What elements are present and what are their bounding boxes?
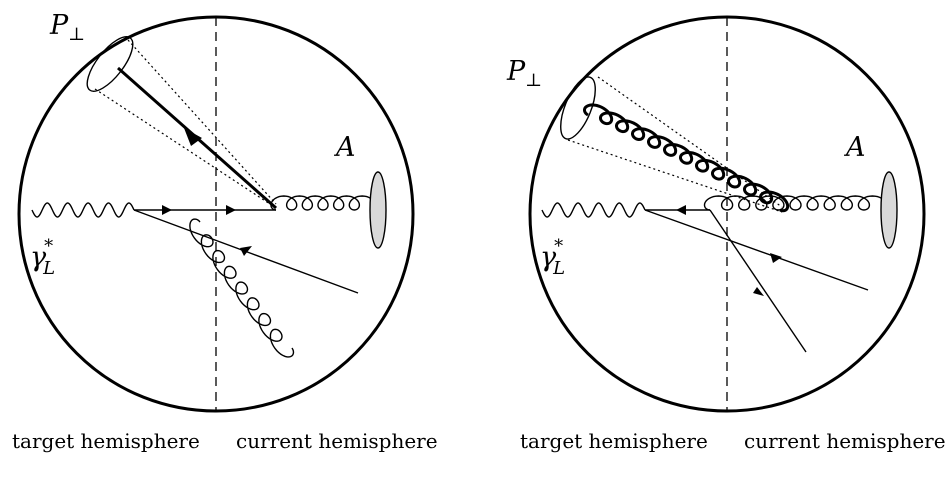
jet-cone-edge bbox=[94, 88, 277, 209]
outgoing-antiquark bbox=[644, 209, 869, 291]
nucleus-label: A bbox=[843, 132, 866, 163]
outgoing-quark bbox=[709, 209, 807, 353]
virtual-photon bbox=[31, 202, 135, 218]
nucleus-label: A bbox=[333, 132, 356, 163]
target-hemisphere-label: target hemisphere bbox=[12, 429, 200, 453]
gluon-to-target bbox=[270, 195, 376, 211]
jet-cone-mouth bbox=[86, 36, 134, 92]
target-nucleus bbox=[880, 171, 898, 249]
photon-label: γ*L bbox=[540, 236, 565, 279]
target-nucleus bbox=[369, 171, 387, 249]
pt-label: P⊥ bbox=[506, 56, 542, 91]
outgoing-gluon-jet bbox=[582, 103, 790, 213]
virtual-photon bbox=[541, 202, 646, 218]
target-hemisphere-label: target hemisphere bbox=[520, 429, 708, 453]
quark-arrow bbox=[676, 205, 686, 215]
current-hemisphere-label: current hemisphere bbox=[236, 429, 438, 453]
quark-arrow bbox=[162, 205, 172, 215]
quark-arrow bbox=[226, 205, 236, 215]
jet-cone-mouth bbox=[560, 76, 596, 140]
antiquark-arrow bbox=[240, 246, 252, 256]
photon-label: γ*L bbox=[30, 236, 55, 279]
quark-arrow bbox=[753, 287, 764, 296]
gluon-to-target bbox=[703, 195, 888, 211]
current-hemisphere-label: current hemisphere bbox=[744, 429, 946, 453]
jet-cone-edge bbox=[127, 39, 277, 205]
radiated-gluon bbox=[189, 218, 295, 358]
quark-arrow bbox=[184, 128, 202, 146]
antiquark-arrow bbox=[770, 253, 782, 263]
pt-label: P⊥ bbox=[49, 10, 85, 45]
panel-gluon-jet: P⊥ A γ*L target hemisphere current hemis… bbox=[506, 15, 946, 453]
panel-quark-jet: P⊥ A γ*L target hemisphere current hemis… bbox=[12, 10, 438, 453]
